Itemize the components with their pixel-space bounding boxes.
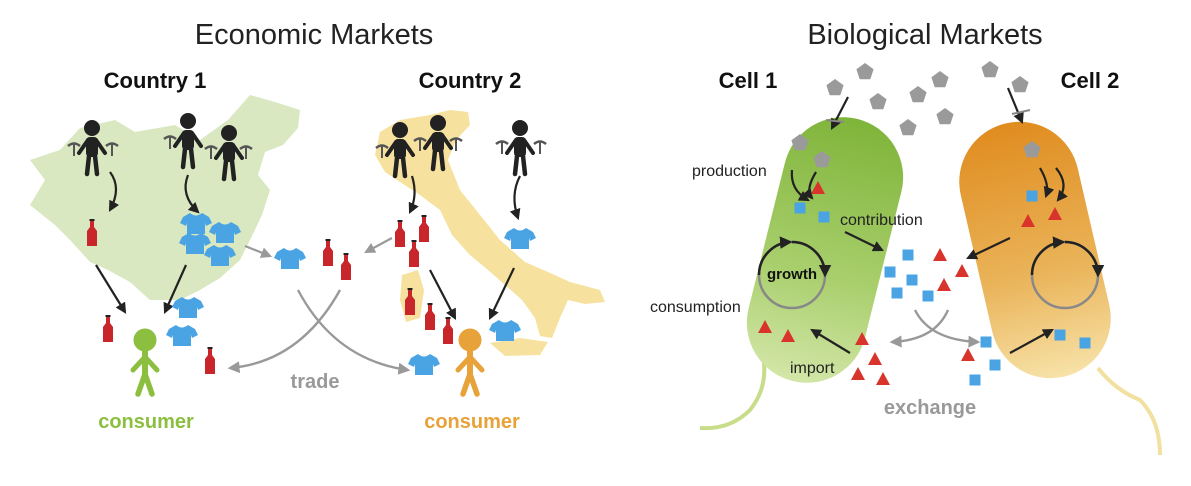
trade-arrow [227, 289, 342, 374]
production-arrow [108, 171, 120, 212]
square-metabolite-icon [969, 374, 981, 386]
production-label: production [692, 163, 767, 180]
square-metabolite-icon [980, 336, 992, 348]
square-metabolite-icon [891, 287, 903, 299]
transporter-icon [825, 119, 845, 123]
square-metabolite-icon [906, 274, 918, 286]
contribution-arrow [844, 231, 884, 252]
consumer1-label: consumer [98, 411, 194, 433]
consumer2-label: consumer [424, 411, 520, 433]
metabolite-icon [909, 86, 927, 103]
triangle-metabolite-icon [876, 372, 890, 385]
growth-label: growth [767, 266, 817, 283]
production-arrow [184, 174, 200, 214]
consumer2-icon [458, 329, 482, 394]
metabolite-icon [899, 119, 917, 136]
square-metabolite-icon [1026, 190, 1038, 202]
trade-label: trade [291, 371, 340, 393]
worker-icon [507, 120, 533, 174]
metabolite-icon [981, 61, 999, 78]
import-arrow [1009, 328, 1054, 354]
exchange-arrow [889, 309, 950, 348]
metabolite-icon [856, 63, 874, 80]
metabolite-icon [869, 93, 887, 110]
consumption-label: consumption [650, 299, 741, 316]
country1-label: Country 1 [104, 68, 207, 93]
wine-bottle-icon [205, 347, 215, 374]
growth-arrow [1064, 240, 1105, 278]
growth-arrow [757, 236, 793, 276]
square-metabolite-icon [1054, 329, 1066, 341]
production-arrow [408, 175, 419, 214]
cell2-body [959, 121, 1111, 379]
uptake-arrow [830, 96, 849, 130]
import-arrow [810, 328, 851, 354]
triangle-metabolite-icon [851, 367, 865, 380]
transporter-icon [1011, 109, 1031, 115]
country2-label: Country 2 [419, 68, 522, 93]
exchange-label: exchange [884, 397, 976, 419]
shirt-icon [489, 320, 521, 341]
export-arrow [244, 244, 273, 258]
trade-arrow [296, 289, 411, 375]
cell1-label: Cell 1 [719, 68, 778, 93]
consumer1-icon [133, 329, 157, 394]
shirt-icon [166, 325, 198, 346]
square-metabolite-icon [1079, 337, 1091, 349]
triangle-metabolite-icon [933, 248, 947, 261]
shirt-icon [504, 228, 536, 249]
cell1-flagellum [699, 351, 767, 431]
production-arrow [509, 175, 521, 221]
import-label: import [790, 360, 835, 377]
triangle-metabolite-icon [937, 278, 951, 291]
wine-bottle-icon [395, 220, 405, 247]
production-arrow [802, 171, 817, 200]
wine-bottle-icon [409, 240, 419, 267]
square-metabolite-icon [989, 359, 1001, 371]
square-metabolite-icon [794, 202, 806, 214]
wine-bottle-icon [323, 239, 333, 266]
cell2-label: Cell 2 [1061, 68, 1120, 93]
biological-title: Biological Markets [807, 19, 1042, 51]
triangle-metabolite-icon [961, 348, 975, 361]
wine-bottle-icon [419, 215, 429, 242]
export-arrow [364, 237, 393, 254]
growth-arrow [791, 240, 832, 278]
contribution-arrow [966, 237, 1011, 260]
shirt-icon [274, 248, 306, 269]
cell2-flagellum [1096, 366, 1162, 456]
production-arrow [1039, 167, 1055, 199]
cell1-body [746, 117, 904, 383]
shirt-icon [408, 354, 440, 375]
square-metabolite-icon [922, 290, 934, 302]
uptake-arrow [1006, 87, 1024, 125]
exchange-arrow [913, 309, 981, 348]
metabolite-icon [931, 71, 949, 88]
economic-title: Economic Markets [195, 19, 434, 51]
wine-bottle-icon [425, 303, 435, 330]
contribution-label: contribution [840, 212, 923, 229]
metabolite-icon [936, 108, 954, 125]
metabolite-icon [1011, 76, 1029, 93]
consumption-arrow [488, 267, 515, 320]
square-metabolite-icon [902, 249, 914, 261]
growth-arrow [1030, 236, 1066, 276]
square-metabolite-icon [818, 211, 830, 223]
wine-bottle-icon [341, 253, 351, 280]
triangle-metabolite-icon [868, 352, 882, 365]
production-arrow [1055, 167, 1068, 202]
wine-bottle-icon [443, 317, 453, 344]
consumption-arrow [429, 269, 457, 320]
consumption-arrow [163, 264, 188, 315]
country1-map [30, 95, 300, 300]
shirt-icon [172, 297, 204, 318]
square-metabolite-icon [884, 266, 896, 278]
consumption-arrow [95, 264, 127, 314]
triangle-metabolite-icon [955, 264, 969, 277]
wrench-icon [532, 140, 548, 156]
wine-bottle-icon [103, 315, 113, 342]
metabolite-icon [826, 79, 844, 96]
sicily-map [490, 338, 548, 356]
